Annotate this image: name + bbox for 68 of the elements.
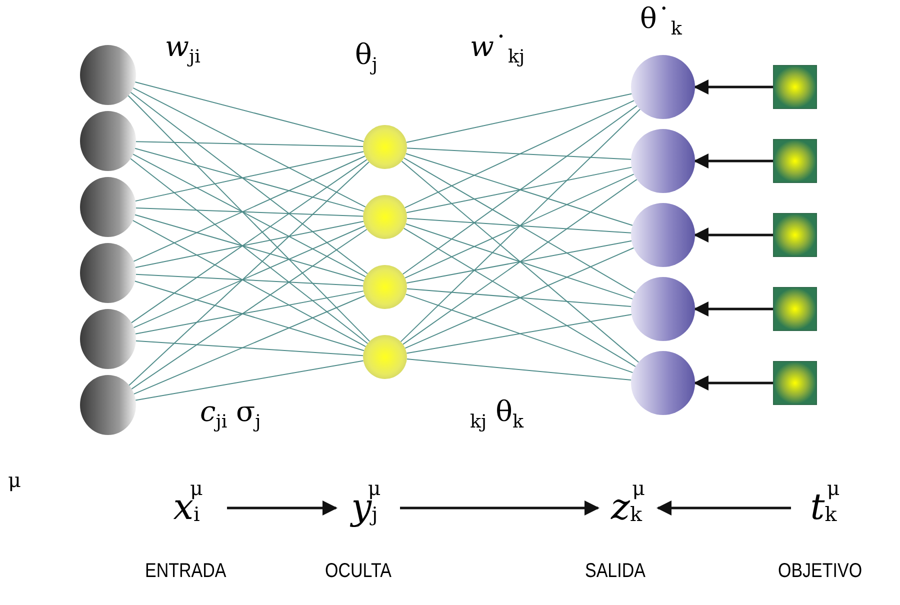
connection-line [402,178,638,345]
connection-line [132,87,366,208]
weight-label: w˙$_{kj}$ [470,30,525,68]
connection-line [406,148,632,160]
target-square [773,287,817,331]
arrow [694,302,773,316]
target-square [773,361,817,405]
connection-line [405,153,633,226]
connection-line [134,82,364,142]
parameter-label: $_{kj}$ θ$_{k}$ [470,395,524,433]
connection-line [136,141,364,148]
bias-label: θ$_{j}$ [355,38,378,76]
connection-line [405,294,634,374]
connection-line [135,208,364,217]
target-square [773,213,817,257]
arrow [656,500,791,516]
neuron-circle [363,125,407,169]
connection-line [130,228,368,390]
weight-label: w$_{ji}$ [165,30,200,68]
connection-line [404,174,634,278]
connection-line [404,100,635,208]
connection-line [134,148,364,212]
arrow [400,500,600,516]
connection-line [128,162,370,386]
connection-line [404,247,634,349]
parameter-label: c$_{ji}$ σ$_{j}$ [200,395,261,433]
connection-line [406,218,632,234]
connection-line [406,240,632,284]
arrow [694,228,773,242]
arrow [694,376,773,390]
neuron-circle [363,265,407,309]
connection-line [406,358,632,381]
connection-line [135,340,364,356]
neuron-circle [363,335,407,379]
connection-line [133,295,366,395]
connection-line [134,280,364,352]
connection-line [133,225,366,328]
connection-line [406,166,632,214]
connection-line [127,94,370,342]
arrow [694,154,773,168]
layer-label: OCULTA [325,560,392,583]
connection-line [135,274,364,286]
connection-line [134,220,364,268]
connection-line [406,288,632,307]
connection-line [401,160,640,363]
connection-line [406,314,632,354]
target-square [773,65,817,109]
connection-line [135,360,364,401]
connection-line [134,214,364,282]
connection-line [132,220,366,348]
layer-label: OBJETIVO [778,560,862,583]
connection-line [403,228,636,368]
connection-line [404,158,636,294]
bias-label: θ˙$_{k}$ [640,2,682,40]
arrow [227,500,338,516]
connection-line [135,290,364,334]
index-label: μ [8,468,21,492]
arrow [694,80,773,94]
neuron-circle [363,195,407,239]
target-square [773,139,817,183]
connection-line [400,108,641,342]
layer-label: SALIDA [585,560,646,583]
connection-line [405,223,634,300]
connection-line [406,93,632,143]
connection-line [130,92,368,274]
connection-line [134,151,364,202]
layer-label: ENTRADA [145,560,226,583]
connection-line [402,105,638,275]
